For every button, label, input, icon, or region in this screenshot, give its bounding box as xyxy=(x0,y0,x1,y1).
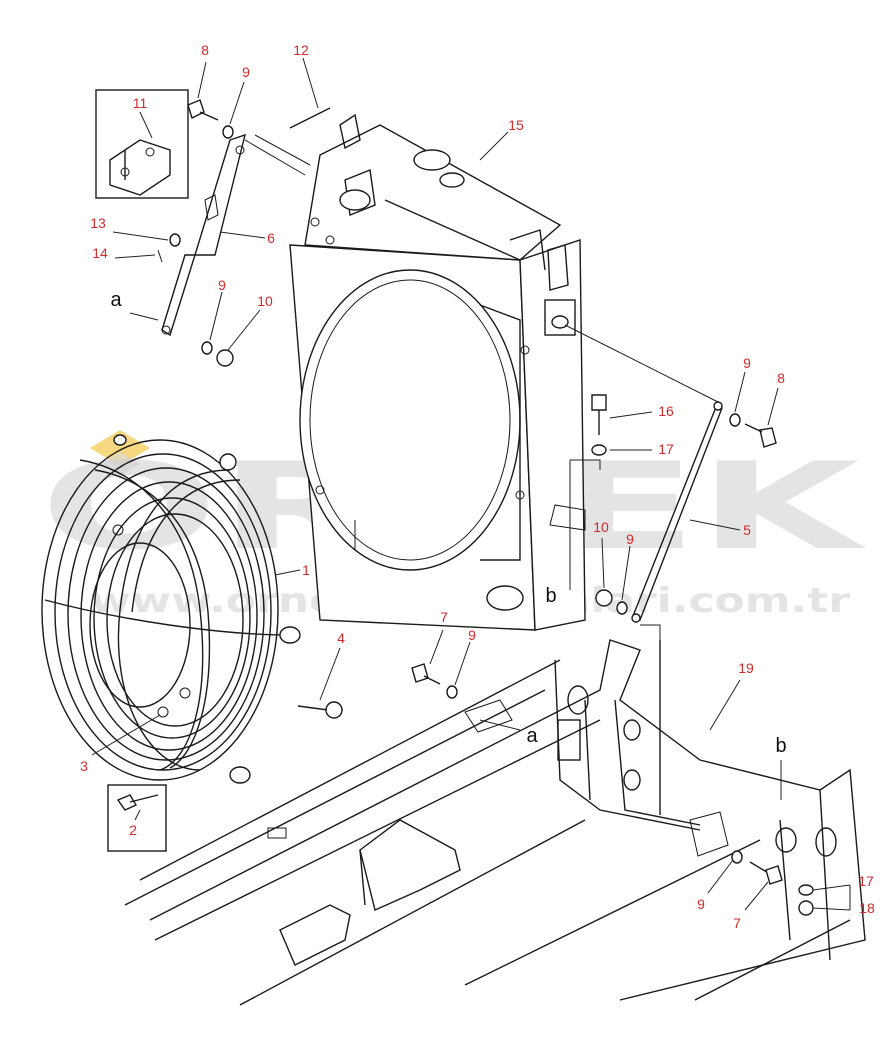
callout-7: 7 xyxy=(440,609,448,625)
connector-lines xyxy=(129,134,851,911)
callout-19: 19 xyxy=(738,660,754,676)
diamond-logo xyxy=(90,430,150,476)
part-2-inset xyxy=(107,784,167,852)
callout-9: 9 xyxy=(626,531,634,547)
callout-6: 6 xyxy=(267,230,275,246)
bracket-6 xyxy=(161,133,246,337)
callout-17: 17 xyxy=(658,441,674,457)
callout-9: 9 xyxy=(743,355,751,371)
callout-10: 10 xyxy=(257,293,273,309)
hardware xyxy=(157,99,814,916)
callout-7: 7 xyxy=(733,915,741,931)
callout-8: 8 xyxy=(201,42,209,58)
callout-11: 11 xyxy=(133,95,148,111)
callout-10: 10 xyxy=(593,519,609,535)
radiator-15 xyxy=(289,113,586,631)
callout-16: 16 xyxy=(658,403,674,419)
callout-18: 18 xyxy=(859,900,875,916)
letter-a-top: a xyxy=(110,289,122,311)
letter-a-bottom: a xyxy=(526,725,538,747)
callout-9: 9 xyxy=(242,64,250,80)
callout-17: 17 xyxy=(858,873,874,889)
callout-leaders xyxy=(91,57,779,911)
callout-numbers: 8 9 12 15 11 13 14 6 9 10 9 8 16 17 5 10… xyxy=(80,42,875,931)
frame-19 xyxy=(124,639,866,1006)
callout-14: 14 xyxy=(92,245,108,261)
callout-12: 12 xyxy=(293,42,309,58)
callout-15: 15 xyxy=(508,117,524,133)
callout-8: 8 xyxy=(777,370,785,386)
callout-9: 9 xyxy=(697,896,705,912)
rod-5 xyxy=(631,400,723,623)
connection-letters: a b a b xyxy=(110,289,786,757)
callout-3: 3 xyxy=(80,758,88,774)
callout-1: 1 xyxy=(302,562,310,578)
callout-9: 9 xyxy=(218,277,226,293)
letter-b-bottom: b xyxy=(775,735,786,757)
letter-b-top: b xyxy=(545,585,556,607)
fan-guard-1 xyxy=(41,434,301,784)
callout-13: 13 xyxy=(90,215,106,231)
callout-4: 4 xyxy=(337,630,345,646)
callout-9: 9 xyxy=(468,627,476,643)
part-11-inset xyxy=(95,89,189,199)
callout-5: 5 xyxy=(743,522,751,538)
callout-2: 2 xyxy=(129,822,137,838)
